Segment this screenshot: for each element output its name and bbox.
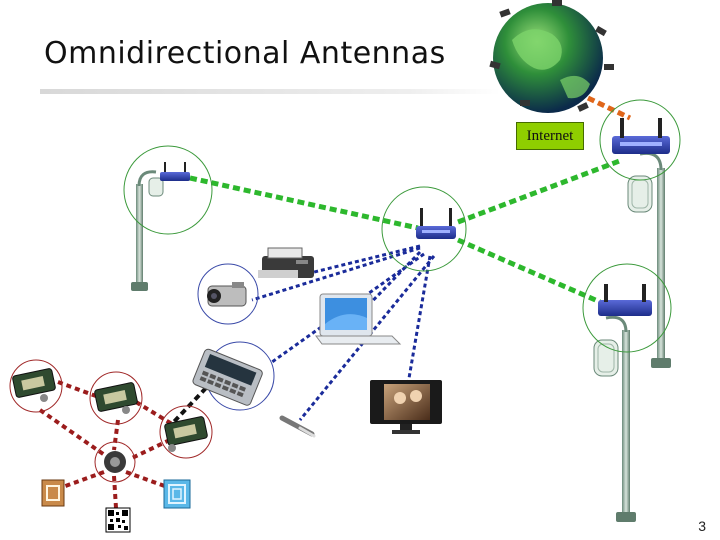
sensor-mote-4 [94, 441, 136, 483]
router-icon [416, 208, 456, 239]
pda-keyboard-icon [192, 341, 275, 411]
qr-code-icon [105, 507, 131, 533]
mesh-link-left-center [189, 175, 419, 231]
sensor-mote-1 [9, 359, 63, 413]
node-range-circle-right-top [599, 99, 681, 181]
sensor-mote-2 [89, 371, 143, 425]
page-number: 3 [698, 518, 706, 534]
mesh-links [189, 157, 623, 305]
sensor-mote-3 [159, 405, 213, 459]
lamp-globe-left [148, 177, 164, 197]
router-icon [598, 284, 652, 316]
stylus-icon [279, 415, 316, 438]
node-range-circle-center [381, 186, 467, 272]
laptop-icon [315, 293, 402, 345]
sensor-link-2-3 [134, 400, 174, 426]
node-range-circle-right-bottom [582, 263, 672, 353]
sensor-links [38, 380, 179, 509]
lamp-globe-right-top [627, 175, 653, 213]
mesh-node-left [123, 145, 213, 291]
sensor-link-1-2 [57, 380, 97, 398]
mesh-node-right-top [599, 99, 681, 368]
mesh-link-center-internet [457, 157, 623, 225]
mesh-node-center [381, 186, 467, 272]
node-range-circle-left [123, 145, 213, 235]
slide-title: Omnidirectional Antennas [44, 36, 446, 71]
sensor-link-4-tag-left [59, 470, 105, 490]
sensor-link-4-qr [112, 475, 118, 509]
device-range-circle-camera [197, 263, 259, 325]
sensor-gateway-link [166, 386, 208, 430]
router-icon [160, 162, 190, 181]
client-link-tv [406, 255, 432, 385]
rfid-tag-right-icon [163, 479, 191, 509]
internet-label: Internet [516, 122, 584, 150]
lamp-pole-right-bottom [622, 330, 630, 518]
printer-icon [258, 247, 314, 278]
sensor-link-4-tag-right [125, 470, 171, 490]
lamp-pole-right-top [657, 168, 665, 368]
mesh-node-right-bottom [582, 263, 672, 522]
uplink-internet [586, 95, 632, 121]
sensor-link-1-4 [38, 408, 108, 458]
router-icon [612, 118, 670, 154]
flat-tv-icon [370, 380, 442, 434]
internet-globe-icon [489, 0, 614, 113]
title-underline [40, 89, 500, 94]
lamp-pole-left [136, 184, 143, 290]
rfid-tag-left-icon [41, 479, 65, 507]
mesh-link-center-right [456, 237, 602, 305]
camcorder-icon [197, 263, 259, 325]
